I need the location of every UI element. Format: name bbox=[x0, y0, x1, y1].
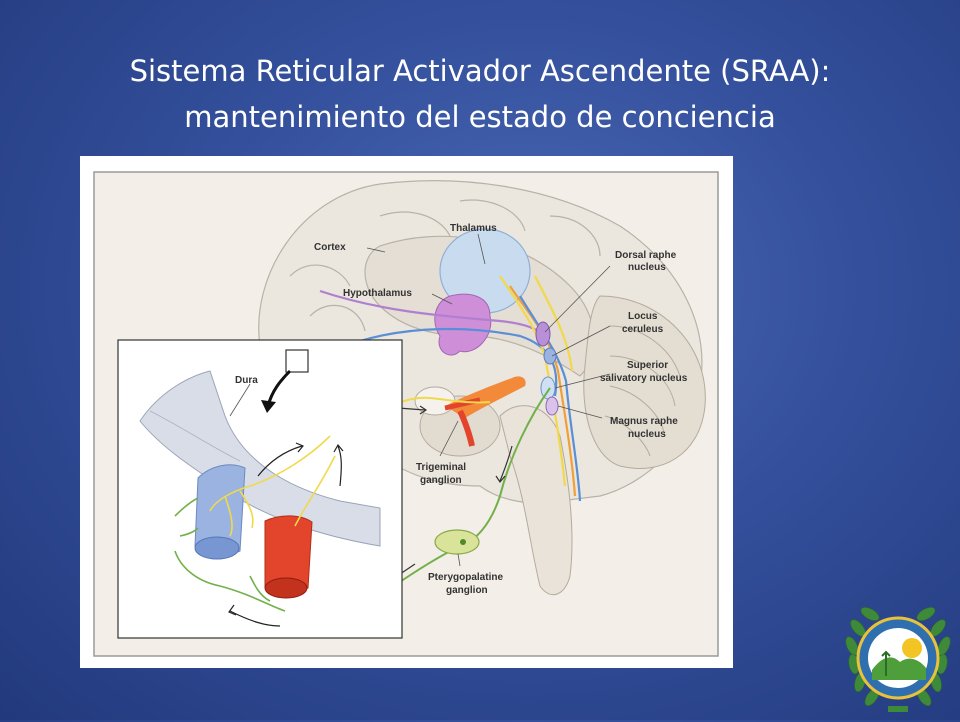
ganglion-cell bbox=[460, 539, 466, 545]
emblem-graphic bbox=[845, 607, 951, 712]
slide-title-line-1: Sistema Reticular Activador Ascendente (… bbox=[129, 54, 831, 88]
label-trigeminal-2: ganglion bbox=[420, 475, 462, 486]
inset-pointer-arrowhead bbox=[261, 400, 276, 413]
hypothalamus-structure bbox=[434, 293, 492, 356]
anatomy-figure: Thalamus Cortex Hypothalamus Dorsal raph… bbox=[80, 156, 733, 668]
inset-source-box bbox=[285, 349, 309, 373]
label-cortex: Cortex bbox=[314, 242, 346, 253]
ribbon-icon bbox=[888, 706, 908, 712]
trigeminal-ganglion-structure bbox=[444, 376, 526, 447]
label-magnus-1: Magnus raphe bbox=[610, 416, 678, 427]
locus-ceruleus-structure bbox=[543, 347, 557, 365]
inset-fibers bbox=[174, 435, 336, 612]
inset-artery bbox=[264, 515, 313, 599]
superior-salivatory-structure bbox=[540, 376, 556, 400]
label-superior-2: salivatory nucleus bbox=[600, 373, 688, 384]
inset-vein bbox=[194, 464, 246, 560]
label-ptery-2: ganglion bbox=[446, 585, 488, 596]
label-magnus-2: nucleus bbox=[628, 429, 666, 440]
label-locus-1: Locus bbox=[628, 311, 658, 322]
label-trigeminal-1: Trigeminal bbox=[416, 462, 466, 473]
label-locus-2: ceruleus bbox=[622, 324, 664, 335]
dorsal-raphe-structure bbox=[535, 321, 551, 347]
label-thalamus: Thalamus bbox=[450, 223, 497, 234]
label-dorsal-raphe-2: nucleus bbox=[628, 262, 666, 273]
slide-title-line-2: mantenimiento del estado de conciencia bbox=[184, 100, 776, 134]
inset-arrows bbox=[228, 442, 344, 627]
cerebellum bbox=[583, 295, 706, 469]
institution-emblem bbox=[840, 594, 956, 718]
sun-icon bbox=[902, 638, 922, 658]
label-superior-1: Superior bbox=[627, 360, 668, 371]
label-hypothalamus: Hypothalamus bbox=[343, 288, 412, 299]
anatomy-illustration: Thalamus Cortex Hypothalamus Dorsal raph… bbox=[93, 171, 719, 657]
label-ptery-1: Pterygopalatine bbox=[428, 572, 503, 583]
leader-lines bbox=[229, 233, 611, 567]
label-dorsal-raphe-1: Dorsal raphe bbox=[615, 250, 677, 261]
magnus-raphe-structure bbox=[545, 396, 559, 416]
pterygopalatine-ganglion-structure bbox=[434, 529, 480, 555]
plant-icon bbox=[881, 650, 891, 676]
slide-title: Sistema Reticular Activador Ascendente (… bbox=[0, 48, 960, 140]
label-dura: Dura bbox=[235, 375, 258, 386]
brainstem bbox=[499, 405, 573, 596]
